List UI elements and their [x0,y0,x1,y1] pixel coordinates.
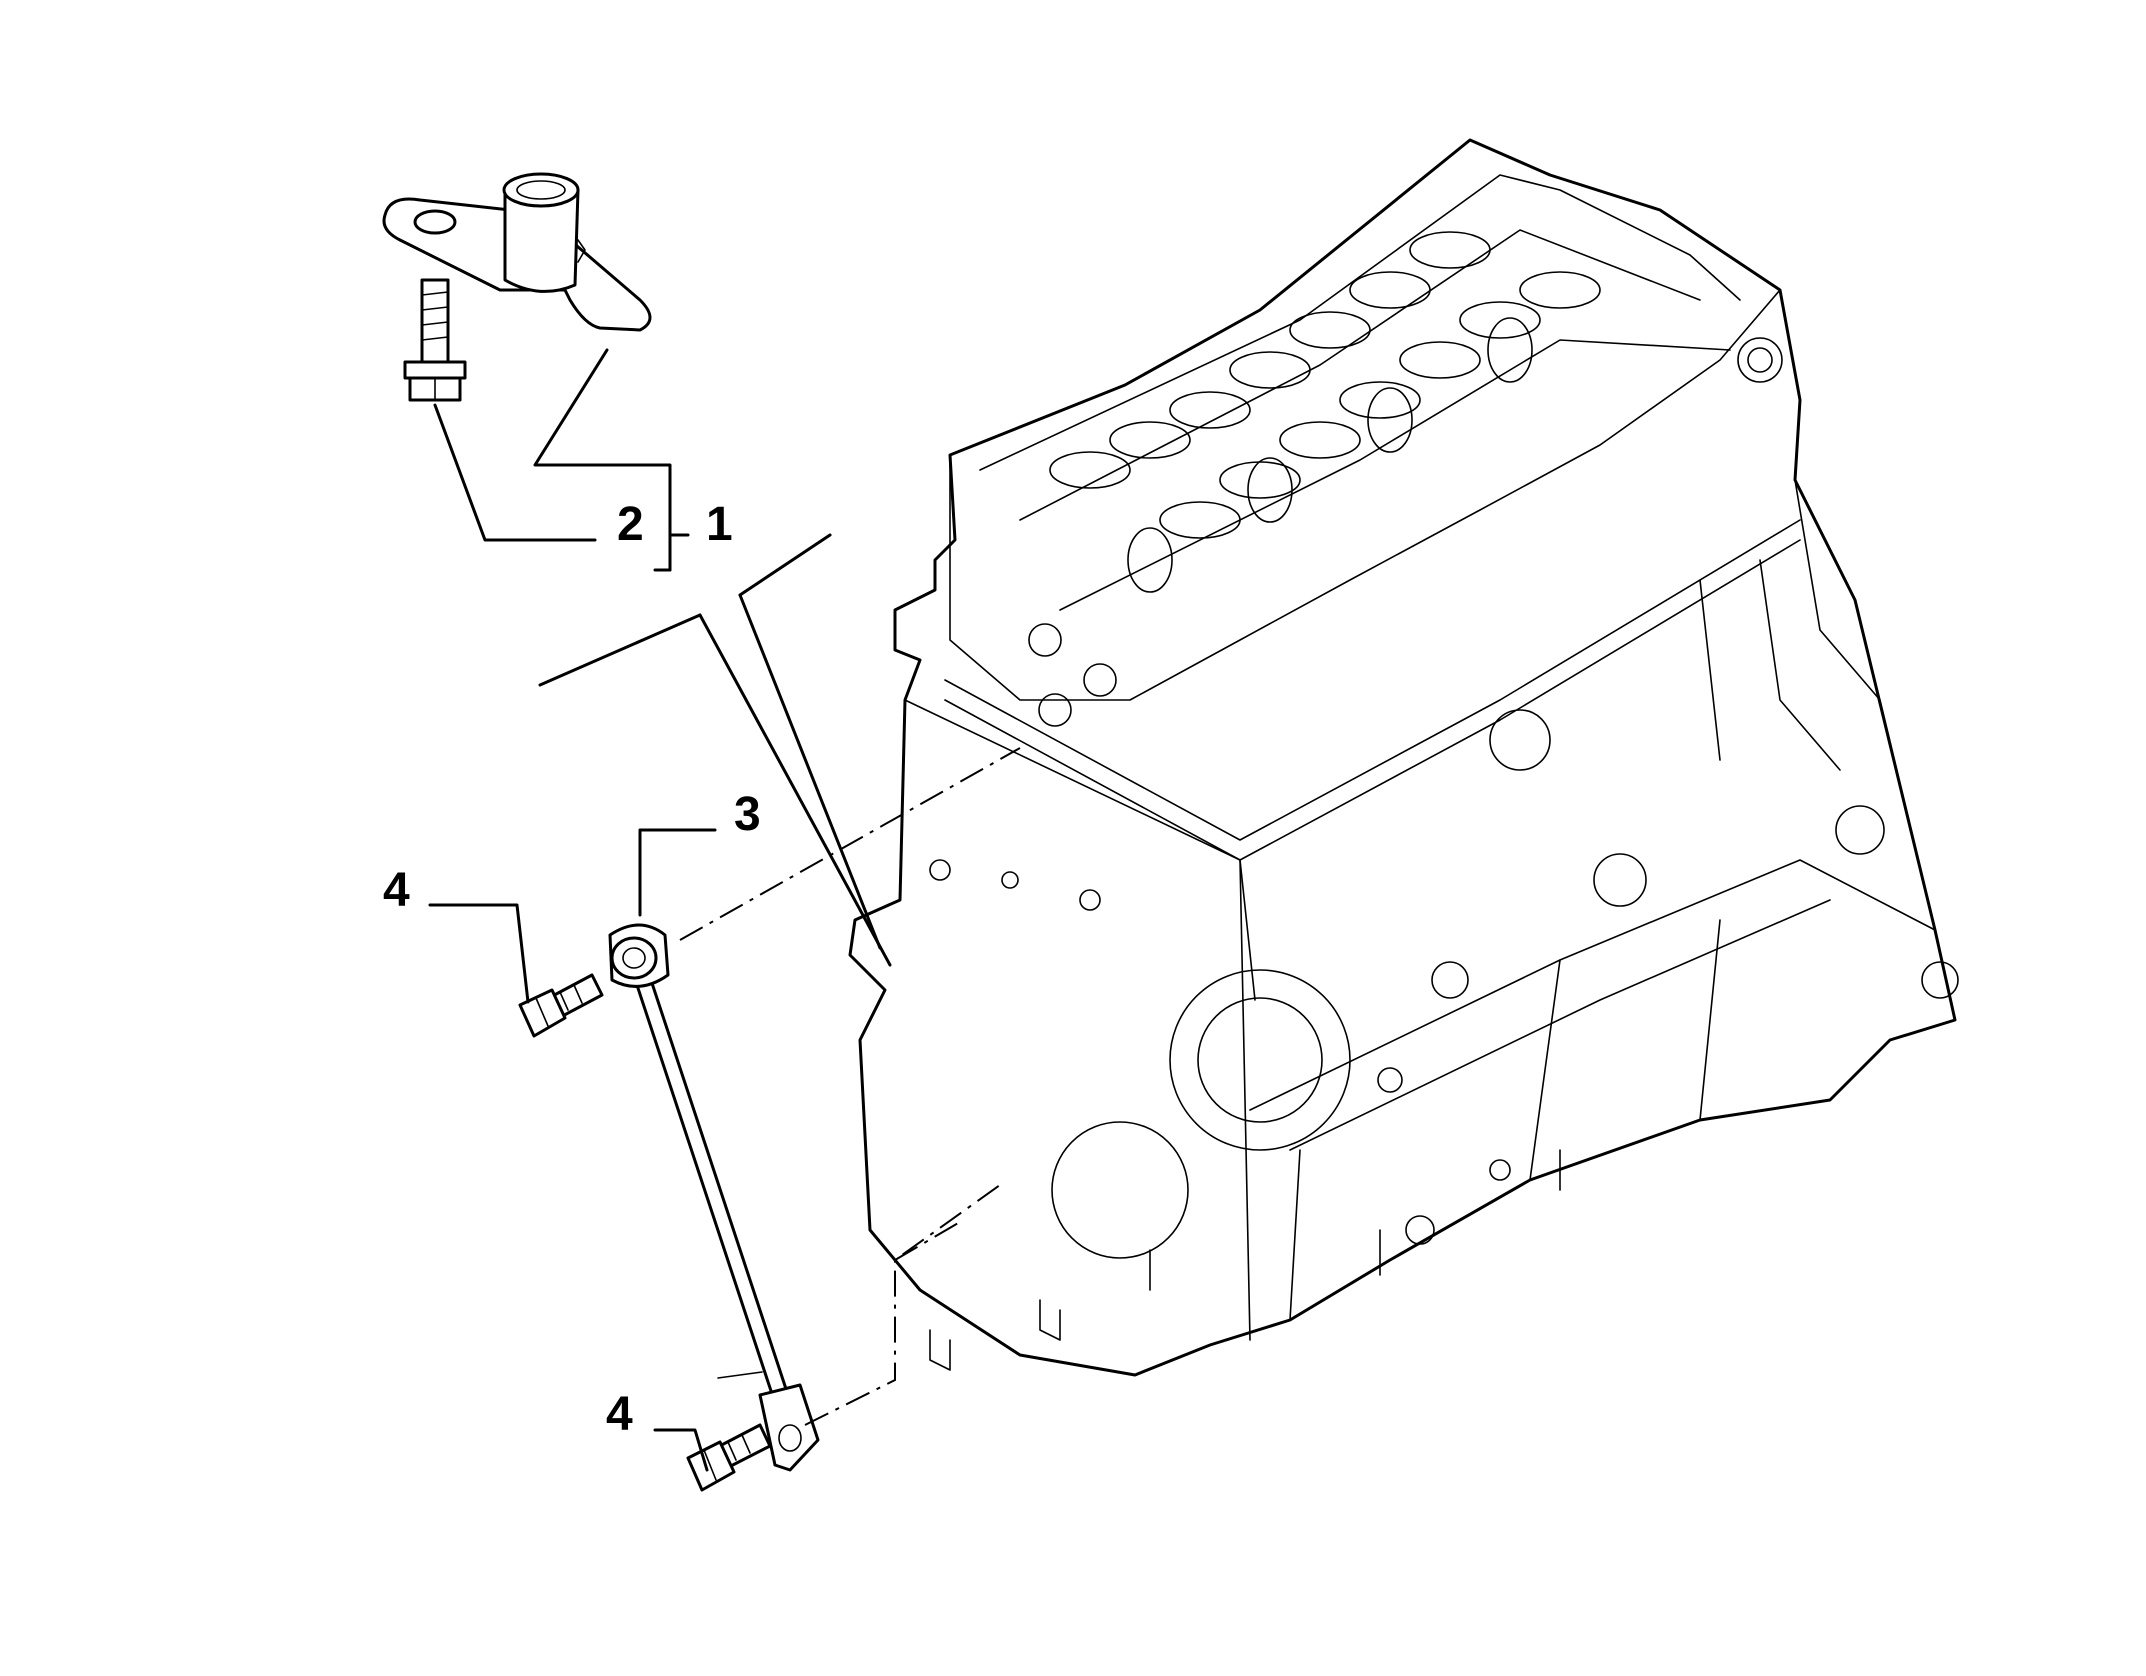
callout-4-lower: 4 [606,1388,633,1441]
part-3-link-rod [608,923,820,1472]
assembly-centerlines [679,747,1021,1426]
callout-1: 1 [706,498,733,551]
callout-4-upper: 4 [383,864,410,917]
part-2-bolt [403,278,467,402]
engine-block [848,138,1959,1377]
rocker-arms [1049,231,1601,593]
callout-leaders [428,348,717,1472]
block-holes [929,337,1959,1259]
group-indicator-lines [538,533,892,967]
part-1-mounting-bracket [382,172,652,332]
callout-3: 3 [734,788,761,841]
callout-2: 2 [617,498,644,551]
part-4-bolt-lower [686,1423,772,1492]
part-4-bolt-upper [518,973,604,1038]
